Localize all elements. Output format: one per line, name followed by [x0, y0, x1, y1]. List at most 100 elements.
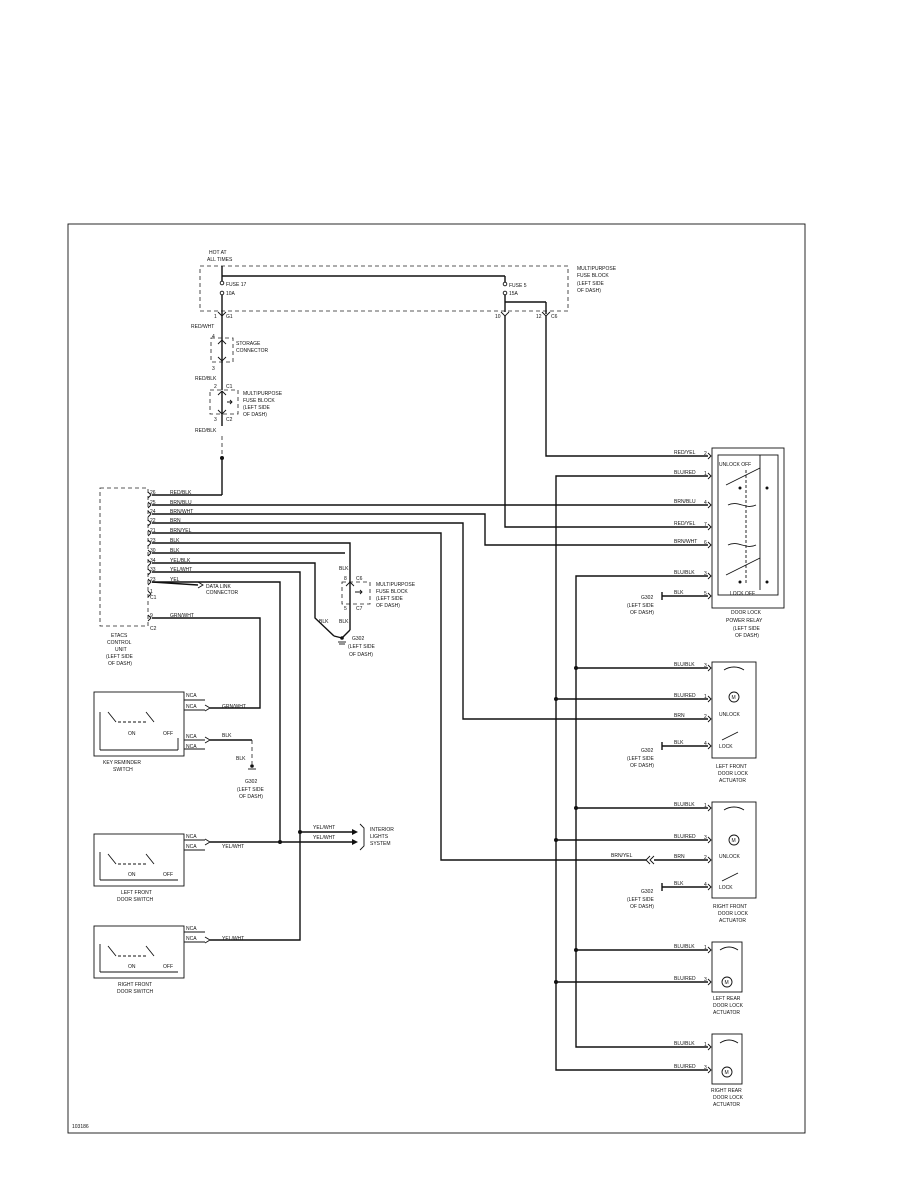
etacs-wire-label: RED/BLK: [170, 490, 192, 496]
pin-number: 7: [704, 522, 707, 528]
pin-connector: [147, 491, 152, 499]
pin-number: 3: [704, 977, 707, 983]
svg-text:(LEFT SIDE: (LEFT SIDE: [577, 281, 605, 287]
rf-actuator-label: RIGHT FRONT: [713, 904, 747, 910]
etacs-pin-number: 21: [150, 528, 156, 534]
svg-text:5: 5: [344, 606, 347, 612]
wire-label: BLK: [222, 733, 232, 739]
svg-text:SYSTEM: SYSTEM: [370, 841, 391, 847]
svg-text:OF DASH): OF DASH): [376, 603, 400, 609]
svg-text:12: 12: [536, 314, 542, 320]
pin-connector: [147, 501, 152, 509]
diagram-id: 103186: [72, 1124, 89, 1130]
svg-text:ACTUATOR: ACTUATOR: [719, 918, 746, 924]
hot-label-2: ALL TIMES: [207, 257, 233, 263]
junctions: [554, 666, 578, 984]
fuse-5-label: FUSE 5: [509, 283, 527, 289]
fuse-block-label: MULTIPURPOSE: [577, 266, 617, 272]
svg-text:C1: C1: [150, 595, 157, 601]
etacs-pin-number: 22: [150, 518, 156, 524]
svg-text:UNIT: UNIT: [115, 647, 127, 653]
motor-icon: [721, 1066, 733, 1078]
wire-label: BLU/RED: [674, 470, 696, 476]
svg-text:DOOR LOCK: DOOR LOCK: [718, 911, 749, 917]
wire-label: BRN/YEL: [611, 853, 633, 859]
wire-label: BLU/RED: [674, 834, 696, 840]
fuse-block-c6: BLK 8 C6 5 C7 MULTIPURPOSE FUSE BLOCK (L…: [319, 560, 416, 658]
svg-text:ACTUATOR: ACTUATOR: [713, 1102, 740, 1108]
wire-label: BLU/BLK: [674, 662, 695, 668]
etacs-wire-label: YEL: [170, 577, 180, 583]
svg-text:ON: ON: [128, 964, 136, 970]
svg-text:FUSE BLOCK: FUSE BLOCK: [577, 273, 609, 279]
wire-label: BRN/BLU: [674, 499, 696, 505]
svg-text:OF DASH): OF DASH): [108, 661, 132, 667]
svg-text:NCA: NCA: [186, 734, 197, 740]
etacs-wire-label: BRN/BLU: [170, 500, 192, 506]
ground-label: G302: [352, 636, 364, 642]
pin-number: 2: [704, 451, 707, 457]
etacs-pin-number: 25: [150, 500, 156, 506]
pin-number: 6: [704, 540, 707, 546]
svg-text:M: M: [725, 1070, 729, 1076]
wire-label: RED/YEL: [674, 450, 696, 456]
svg-text:BLK: BLK: [236, 756, 246, 762]
wire-label: RED/BLK: [195, 428, 217, 434]
svg-text:C2: C2: [226, 417, 233, 423]
pin-connector: [707, 978, 712, 986]
wire-label: BLK: [674, 590, 684, 596]
wire-label: BRN: [674, 854, 685, 860]
wire-label: RED/YEL: [674, 521, 696, 527]
svg-text:DOOR LOCK: DOOR LOCK: [713, 1095, 744, 1101]
svg-text:DOOR LOCK: DOOR LOCK: [713, 1003, 744, 1009]
pin-connector: [147, 539, 152, 547]
lf-actuator-label: LEFT FRONT: [716, 764, 747, 770]
svg-text:OF DASH): OF DASH): [735, 633, 759, 639]
wire-label: RED/BLK: [195, 376, 217, 382]
svg-text:NCA: NCA: [186, 834, 197, 840]
key-switch-label: KEY REMINDER: [103, 760, 141, 766]
fuse-17-icon: [219, 280, 225, 286]
svg-text:FUSE BLOCK: FUSE BLOCK: [243, 398, 275, 404]
mid-fuse-block-label: MULTIPURPOSE: [243, 391, 283, 397]
svg-text:(LEFT SIDE: (LEFT SIDE: [376, 596, 404, 602]
pin-connector: [147, 568, 152, 576]
svg-text:FUSE BLOCK: FUSE BLOCK: [376, 589, 408, 595]
wire-label: BLU/RED: [674, 693, 696, 699]
svg-text:ACTUATOR: ACTUATOR: [719, 778, 746, 784]
etacs-pin-number: 9: [150, 613, 153, 619]
fuse-block-outline: [199, 265, 569, 312]
pin-number: 3: [704, 835, 707, 841]
etacs-pin-number: 24: [150, 509, 156, 515]
pin-connector: [707, 1066, 712, 1074]
ground-label: G302: [641, 889, 653, 895]
storage-connector: RED/WHT 4 3 STORAGE CONNECTOR RED/BLK: [191, 316, 269, 390]
pin-connector: [707, 452, 712, 460]
fuse-block-top: HOT AT ALL TIMES FUSE 17 10A FUSE 5 15A …: [199, 250, 617, 320]
etacs-wire-label: BLK: [170, 548, 180, 554]
pin-connector: [707, 946, 712, 954]
wire-label: BLU/RED: [674, 976, 696, 982]
pin-connector: [147, 578, 152, 586]
pin-connector: [707, 883, 712, 891]
wire-label: BLU/BLK: [674, 802, 695, 808]
fuse-block-mid: 2 C1 3 C2 MULTIPURPOSE FUSE BLOCK (LEFT …: [152, 384, 283, 496]
svg-text:M: M: [732, 695, 736, 701]
pin-connector: [707, 523, 712, 531]
wire-label: YEL/WHT: [313, 835, 335, 841]
wire-label: BRN/WHT: [674, 539, 697, 545]
ground-label: G302: [641, 748, 653, 754]
pin-number: 1: [704, 471, 707, 477]
svg-text:DOOR SWITCH: DOOR SWITCH: [117, 897, 153, 903]
svg-text:3: 3: [214, 417, 217, 423]
pin-connector: [147, 559, 152, 567]
relay-label: DOOR LOCK: [731, 610, 762, 616]
pin-connector: [147, 510, 152, 518]
wire-label: BLK: [339, 566, 349, 572]
svg-text:NCA: NCA: [186, 936, 197, 942]
etacs-pin-number: 23: [150, 538, 156, 544]
pin-number: 1: [704, 694, 707, 700]
